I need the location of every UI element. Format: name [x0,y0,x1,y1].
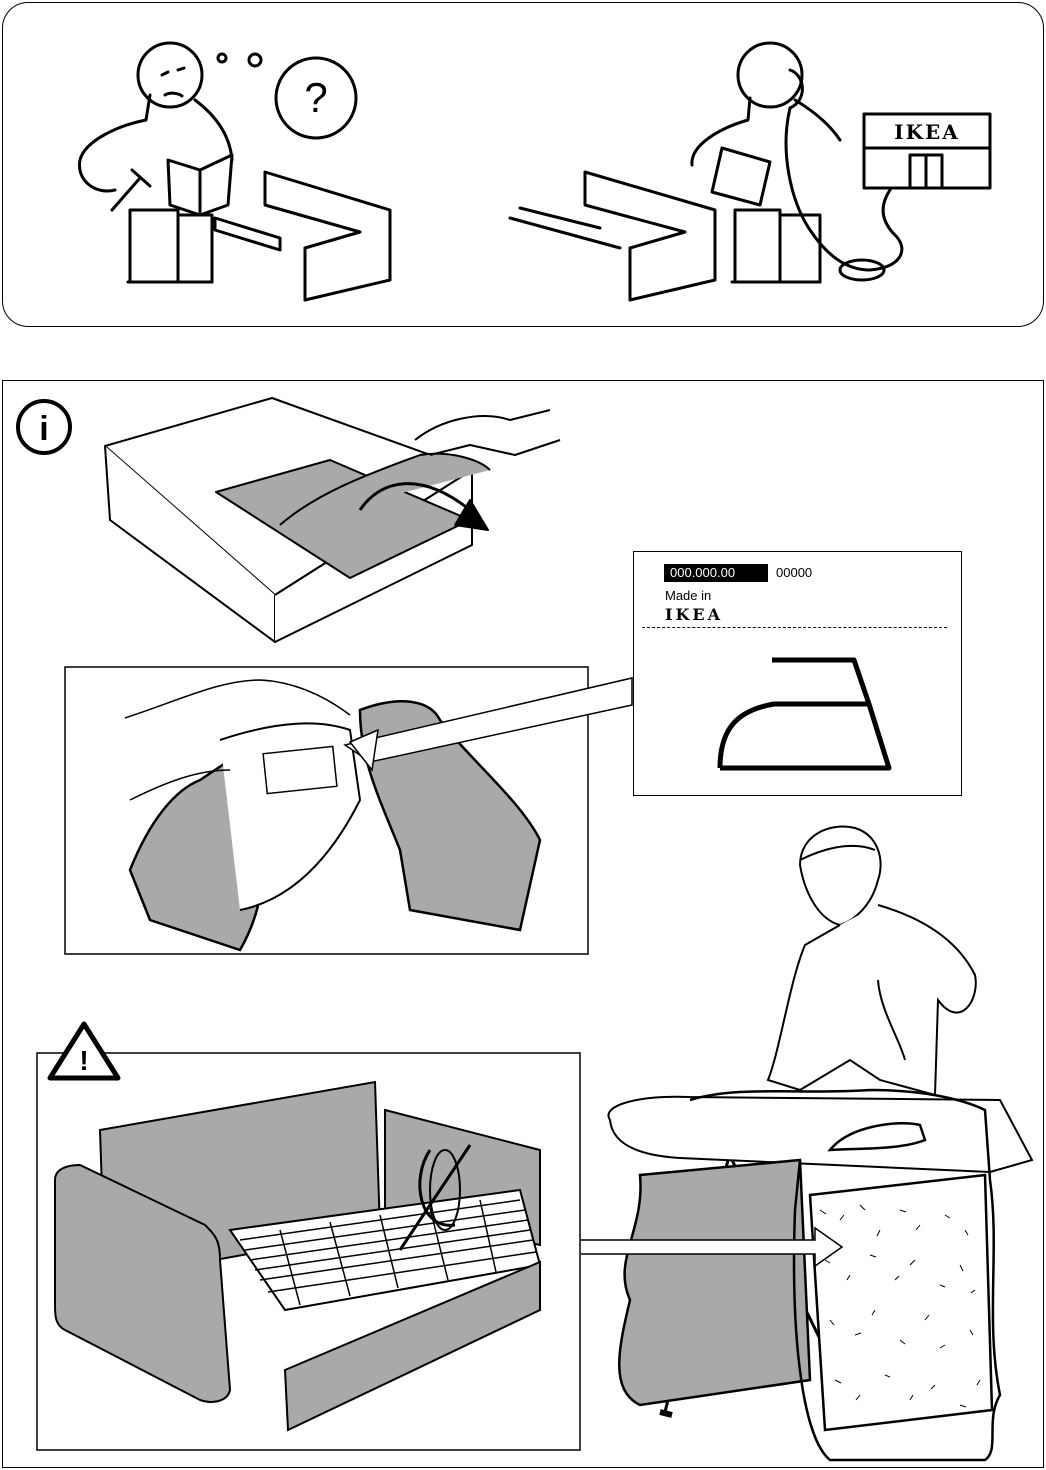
furniture-parts-right [510,172,715,300]
care-label-card: 000.000.00 00000 Made in IKEA [633,551,962,796]
confused-person-figure [79,43,232,282]
iron-icon [634,552,963,797]
instructions-panel [2,380,1044,1468]
furniture-parts-left [215,172,390,300]
manual-book-icon-2 [712,148,770,205]
question-mark-text: ? [304,74,327,121]
hammer-icon [112,170,150,210]
store-sign-text: IKEA [894,120,960,144]
